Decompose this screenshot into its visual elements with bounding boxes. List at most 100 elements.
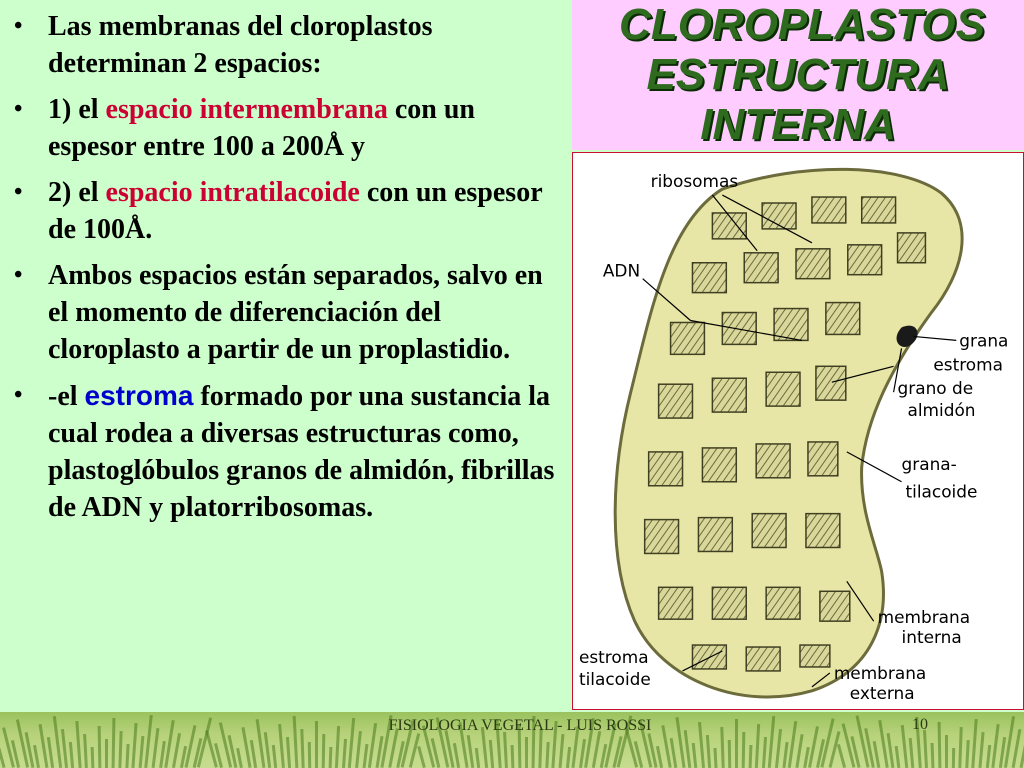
grass-blade bbox=[285, 736, 292, 768]
grass-blade bbox=[741, 731, 746, 768]
grass-blade bbox=[334, 725, 341, 768]
grass-blade bbox=[945, 735, 948, 768]
grass-blade bbox=[38, 724, 49, 768]
title-line-1: CLOROPLASTOS bbox=[619, 0, 985, 49]
title-box: CLOROPLASTOS ESTRUCTURA INTERNA bbox=[572, 0, 1024, 150]
grass-blade bbox=[965, 739, 970, 768]
grass-blade bbox=[565, 746, 572, 768]
grass-blade bbox=[68, 741, 75, 768]
grass-blade bbox=[991, 723, 1000, 768]
grass-blade bbox=[321, 733, 326, 768]
grass-blade bbox=[75, 720, 82, 768]
grass-blade bbox=[83, 733, 88, 768]
grass-blade bbox=[97, 725, 102, 768]
grass-blade bbox=[971, 718, 978, 768]
grass-blade bbox=[151, 727, 160, 768]
chloroplast-diagram: ribosomas ADN grana estroma grano de alm… bbox=[579, 167, 1008, 703]
grass-blade bbox=[503, 731, 508, 768]
bullet-dot-icon: • bbox=[14, 382, 23, 408]
grass-blade bbox=[307, 741, 312, 768]
grass-blade bbox=[60, 728, 69, 768]
grass-blade bbox=[341, 738, 348, 768]
grass-blade bbox=[748, 744, 753, 768]
bullet-text: formado por una sustancia la cual rodea … bbox=[48, 381, 555, 523]
bullet-text: espacio intermembrana bbox=[105, 94, 388, 125]
grass-blade bbox=[131, 722, 138, 768]
grass-blade bbox=[46, 736, 55, 768]
label-estroma: estroma bbox=[933, 354, 1003, 374]
label-estroma-tilacoide-2: tilacoide bbox=[579, 669, 651, 689]
grass-blade bbox=[236, 747, 243, 768]
bullet-item: •Ambos espacios están separados, salvo e… bbox=[8, 257, 568, 368]
page-number: 10 bbox=[912, 716, 928, 733]
title-line-2: ESTRUCTURA bbox=[646, 50, 950, 99]
bullet-text: 1) el bbox=[48, 94, 106, 125]
grass-blade bbox=[713, 747, 718, 768]
grass-blade bbox=[171, 733, 182, 768]
grass-blade bbox=[292, 715, 299, 768]
grass-blade bbox=[0, 747, 6, 768]
bullet-text: estroma bbox=[84, 380, 194, 411]
grass-blade bbox=[1019, 741, 1024, 768]
grass-blade bbox=[691, 742, 698, 768]
grass-blade bbox=[315, 721, 318, 768]
grass-blade bbox=[558, 733, 565, 768]
grass-blade bbox=[255, 719, 266, 768]
label-membrana-externa-1: membrana bbox=[834, 663, 926, 683]
grass-footer-decoration bbox=[0, 712, 1024, 768]
bullet-text: -el bbox=[48, 381, 85, 412]
label-almidon: almidón bbox=[908, 400, 976, 420]
bullet-item: •Las membranas del cloroplastos determin… bbox=[8, 8, 568, 82]
chloroplast-figure: ribosomas ADN grana estroma grano de alm… bbox=[572, 152, 1024, 710]
bullet-text: con un espesor de 100Å. bbox=[48, 177, 543, 245]
grass-blade bbox=[52, 716, 63, 768]
grass-blade bbox=[474, 747, 481, 768]
grass-blade bbox=[978, 731, 985, 768]
grass-blade bbox=[417, 745, 426, 768]
bullet-dot-icon: • bbox=[14, 262, 23, 288]
grass-blade bbox=[930, 742, 935, 768]
grass-blade bbox=[735, 719, 738, 768]
label-membrana-interna-2: interna bbox=[902, 627, 962, 647]
grass-blade bbox=[111, 717, 116, 768]
grass-blade bbox=[923, 729, 928, 768]
grass-blade bbox=[951, 747, 956, 768]
label-membrana-interna-1: membrana bbox=[878, 607, 970, 627]
label-grana-dash: grana- bbox=[902, 454, 957, 474]
label-ribosomas: ribosomas bbox=[651, 171, 739, 191]
grass-blade bbox=[278, 723, 285, 768]
grass-blade bbox=[125, 743, 130, 768]
grass-blade bbox=[33, 744, 40, 768]
grass-blade bbox=[985, 744, 992, 768]
grass-blade bbox=[105, 739, 108, 768]
grass-blade bbox=[263, 731, 272, 768]
grass-blade bbox=[510, 744, 515, 768]
grass-blade bbox=[908, 737, 915, 768]
grass-blade bbox=[300, 728, 305, 768]
bullet-text: espacio intratilacoide bbox=[105, 177, 360, 208]
grass-blade bbox=[937, 721, 942, 768]
grass-blade bbox=[328, 746, 333, 768]
bullet-item: •1) el espacio intermembrana con un espe… bbox=[8, 91, 568, 165]
grass-blade bbox=[774, 728, 783, 768]
grass-blade bbox=[795, 733, 804, 768]
label-tilacoide: tilacoide bbox=[906, 482, 978, 502]
label-membrana-externa-2: externa bbox=[850, 683, 915, 703]
footer-text: FISIOLOGIA VEGETAL - LUIS ROSSI bbox=[388, 717, 652, 734]
label-grana: grana bbox=[959, 330, 1008, 350]
grass-blade bbox=[894, 745, 901, 768]
grass-blade bbox=[675, 717, 686, 768]
grass-blade bbox=[720, 726, 725, 768]
label-grano-de: grano de bbox=[898, 378, 974, 398]
bullet-dot-icon: • bbox=[14, 179, 23, 205]
bullet-text: Las membranas del cloroplastos determina… bbox=[48, 11, 433, 79]
grass-blade bbox=[754, 723, 761, 768]
bullet-dot-icon: • bbox=[14, 96, 23, 122]
grass-blade bbox=[271, 744, 278, 768]
grana-stacks bbox=[643, 196, 927, 672]
grass-blade bbox=[355, 730, 362, 768]
grass-blade bbox=[118, 730, 123, 768]
grass-blade bbox=[347, 717, 356, 768]
grass-blade bbox=[90, 746, 95, 768]
